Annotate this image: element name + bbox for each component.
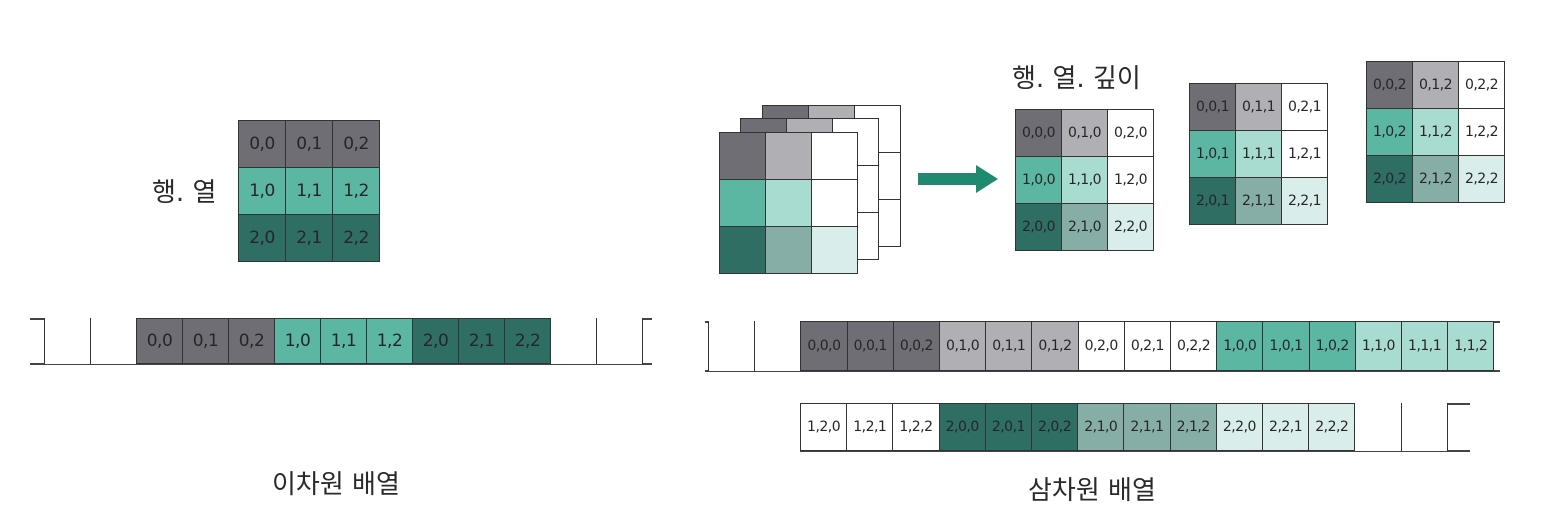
array-3d-row2-cell: 2,1,1 bbox=[1123, 403, 1171, 451]
grid-2d-cell: 1,2 bbox=[332, 167, 380, 215]
grid-2d-cell: 2,2 bbox=[332, 214, 380, 262]
grid-3d-slice-0-cell: 1,2,0 bbox=[1107, 156, 1154, 204]
array-2d-cell: 0,0 bbox=[136, 318, 183, 364]
grid-2d-cell: 2,1 bbox=[285, 214, 333, 262]
array-2d-cell: 1,0 bbox=[274, 318, 321, 364]
array-2d-cell bbox=[596, 318, 643, 364]
arrow-right-icon bbox=[918, 165, 998, 193]
array-3d-row2-cell: 1,2,1 bbox=[846, 403, 894, 451]
grid-2d-cell: 2,0 bbox=[238, 214, 286, 262]
array-2d-cell: 1,2 bbox=[366, 318, 413, 364]
array-2d-cell bbox=[90, 318, 137, 364]
array-3d-row1-cell bbox=[754, 321, 802, 371]
row-col-depth-label: 행. 열. 깊이 bbox=[1012, 64, 1141, 94]
array-3d-row2-cell bbox=[1354, 403, 1402, 451]
array-3d-row1-cell: 1,1,1 bbox=[1401, 321, 1449, 371]
grid-3d-slice-0-cell: 2,1,0 bbox=[1061, 203, 1108, 251]
grid-3d-slice-2-cell: 1,0,2 bbox=[1366, 108, 1413, 156]
cube-layer-cell bbox=[811, 226, 858, 274]
grid-3d-slice-1-cell: 0,1,1 bbox=[1235, 83, 1282, 131]
array-2d-cell: 2,1 bbox=[458, 318, 505, 364]
array-3d-row2-cell: 1,2,0 bbox=[800, 403, 848, 451]
caption-2d-array: 이차원 배열 bbox=[272, 470, 400, 500]
grid-3d-slice-2-cell: 2,1,2 bbox=[1412, 155, 1459, 203]
grid-3d-slice-1-cell: 1,0,1 bbox=[1189, 130, 1236, 178]
array-3d-row1-cell: 0,2,2 bbox=[1170, 321, 1218, 371]
grid-3d-slice-1-cell: 2,1,1 bbox=[1235, 177, 1282, 225]
array-3d-row1-cell bbox=[708, 321, 756, 371]
array-3d-row1-cell: 0,2,0 bbox=[1077, 321, 1125, 371]
cube-layer-cell bbox=[719, 226, 766, 274]
array-3d-row2-cell: 2,1,2 bbox=[1169, 403, 1217, 451]
cube-layer-cell bbox=[765, 132, 812, 180]
array-3d-row1-cell: 1,0,0 bbox=[1216, 321, 1264, 371]
array-3d-row1-cell: 0,0,2 bbox=[892, 321, 940, 371]
cube-layer-cell bbox=[811, 132, 858, 180]
row-col-label: 행. 열 bbox=[152, 178, 217, 208]
grid-3d-slice-1-cell: 2,2,1 bbox=[1281, 177, 1328, 225]
array-3d-row1-cell: 1,0,1 bbox=[1262, 321, 1310, 371]
array-3d-row2-cell: 1,2,2 bbox=[892, 403, 940, 451]
array-3d-row2-cell: 2,2,0 bbox=[1215, 403, 1263, 451]
grid-3d-slice-1-cell: 0,0,1 bbox=[1189, 83, 1236, 131]
grid-3d-slice-0-cell: 1,1,0 bbox=[1061, 156, 1108, 204]
grid-2d-cell: 0,2 bbox=[332, 120, 380, 168]
array-3d-row2-cell: 2,2,1 bbox=[1262, 403, 1310, 451]
array-2d-cell bbox=[550, 318, 597, 364]
array-2d-cell bbox=[44, 318, 91, 364]
cube-layer-cell bbox=[765, 179, 812, 227]
grid-3d-slice-0-cell: 1,0,0 bbox=[1015, 156, 1062, 204]
grid-3d-slice-0-cell: 2,2,0 bbox=[1107, 203, 1154, 251]
array-3d-row1-cell: 0,2,1 bbox=[1123, 321, 1171, 371]
array-3d-row1-cell: 1,0,2 bbox=[1308, 321, 1356, 371]
grid-3d-slice-2-cell: 2,2,2 bbox=[1458, 155, 1505, 203]
grid-2d-cell: 0,1 bbox=[285, 120, 333, 168]
grid-3d-slice-0-cell: 0,1,0 bbox=[1061, 109, 1108, 157]
grid-3d-slice-0-cell: 0,0,0 bbox=[1015, 109, 1062, 157]
grid-2d-cell: 0,0 bbox=[238, 120, 286, 168]
array-3d-row2-cell: 2,0,2 bbox=[1031, 403, 1079, 451]
grid-3d-slice-2-cell: 2,0,2 bbox=[1366, 155, 1413, 203]
array-3d-row1-cell: 0,1,2 bbox=[1031, 321, 1079, 371]
array-2d-cell: 0,2 bbox=[228, 318, 275, 364]
grid-2d-cell: 1,0 bbox=[238, 167, 286, 215]
array-3d-row2-cell bbox=[1400, 403, 1448, 451]
cube-layer-cell bbox=[719, 179, 766, 227]
grid-3d-slice-1-cell: 2,0,1 bbox=[1189, 177, 1236, 225]
grid-3d-slice-2-cell: 1,2,2 bbox=[1458, 108, 1505, 156]
array-2d-cell: 2,2 bbox=[504, 318, 551, 364]
array-2d-cell: 1,1 bbox=[320, 318, 367, 364]
grid-3d-slice-2-cell: 0,1,2 bbox=[1412, 61, 1459, 109]
grid-3d-slice-2-cell: 0,2,2 bbox=[1458, 61, 1505, 109]
array-3d-row1-cell: 0,1,0 bbox=[939, 321, 987, 371]
grid-3d-slice-0-cell: 2,0,0 bbox=[1015, 203, 1062, 251]
grid-3d-slice-0-cell: 0,2,0 bbox=[1107, 109, 1154, 157]
cube-layer-cell bbox=[811, 179, 858, 227]
cube-layer-cell bbox=[719, 132, 766, 180]
array-2d-cell: 0,1 bbox=[182, 318, 229, 364]
array-3d-row1-cell: 0,1,1 bbox=[985, 321, 1033, 371]
grid-3d-slice-1-cell: 1,1,1 bbox=[1235, 130, 1282, 178]
array-3d-row1-cell: 0,0,1 bbox=[846, 321, 894, 371]
cube-layer-cell bbox=[765, 226, 812, 274]
array-3d-row2-cell: 2,2,2 bbox=[1308, 403, 1356, 451]
array-3d-row2-cell: 2,1,0 bbox=[1077, 403, 1125, 451]
array-3d-row1-cell: 1,1,0 bbox=[1354, 321, 1402, 371]
grid-3d-slice-2-cell: 1,1,2 bbox=[1412, 108, 1459, 156]
caption-3d-array: 삼차원 배열 bbox=[1028, 476, 1156, 506]
grid-3d-slice-2-cell: 0,0,2 bbox=[1366, 61, 1413, 109]
grid-3d-slice-1-cell: 1,2,1 bbox=[1281, 130, 1328, 178]
array-3d-row1-cell: 1,1,2 bbox=[1447, 321, 1495, 371]
grid-3d-slice-1-cell: 0,2,1 bbox=[1281, 83, 1328, 131]
array-3d-row1-cell: 0,0,0 bbox=[800, 321, 848, 371]
array-3d-row2-cell: 2,0,1 bbox=[984, 403, 1032, 451]
array-2d-cell: 2,0 bbox=[412, 318, 459, 364]
grid-2d-cell: 1,1 bbox=[285, 167, 333, 215]
array-3d-row2-cell: 2,0,0 bbox=[938, 403, 986, 451]
